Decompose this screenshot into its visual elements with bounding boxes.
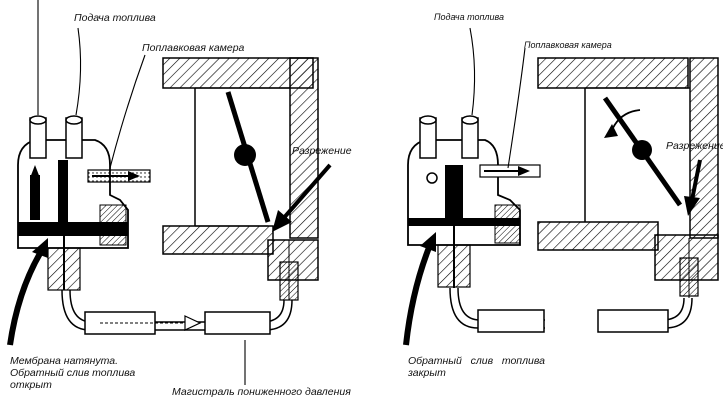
label-low-pressure-line: Магистраль пониженного давления: [172, 386, 351, 398]
label-fuel-supply-left: Подача топлива: [74, 12, 156, 24]
left-leader-lines: [37, 0, 246, 385]
label-return-closed-right: Обратный слив топлива закрыт: [408, 355, 545, 379]
left-regulator-body: [17, 139, 129, 291]
label-fuel-supply-right: Подача топлива: [434, 12, 505, 22]
left-inlet-pipes: [29, 115, 83, 222]
left-vacuum-arrow: [272, 163, 332, 232]
right-low-pressure-line: [449, 287, 693, 333]
right-throttle-plate: [602, 96, 683, 207]
label-membrane-state-left: Мембрана натянута. Обратный слив топлива…: [10, 355, 136, 391]
label-float-chamber-left: Поплавковая камера: [142, 42, 245, 54]
label-vacuum-left: Разрежение: [292, 145, 352, 157]
label-vacuum-right: Разрежение: [666, 140, 723, 152]
left-diagram: [7, 0, 332, 385]
left-membrane-arrow: [7, 238, 48, 346]
left-manifold-fitting: [279, 240, 299, 301]
left-float-chamber-outlet: [87, 169, 151, 183]
label-float-chamber-right: Поплавковая камера: [524, 40, 612, 50]
left-manifold-housing: [162, 57, 319, 281]
right-manifold-fitting: [679, 238, 699, 298]
right-manifold-housing: [537, 57, 719, 281]
right-diagram: [403, 27, 719, 346]
left-throttle-plate: [225, 91, 271, 223]
right-return-arrow: [403, 232, 436, 346]
left-low-pressure-line: [61, 289, 293, 335]
right-float-chamber-outlet: [479, 164, 541, 178]
right-leader-lines: [469, 27, 526, 169]
right-inlet-pipes: [419, 115, 479, 184]
right-vacuum-arrow: [684, 159, 702, 216]
